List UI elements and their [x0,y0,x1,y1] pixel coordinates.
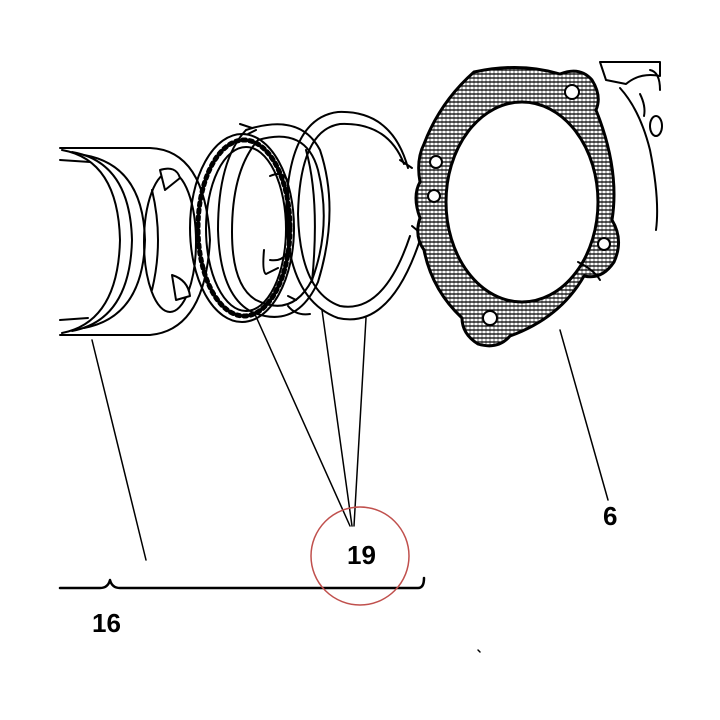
highlight-circle [310,506,410,606]
split-ring-right [285,110,425,321]
piston-assembly [59,147,211,336]
toothed-ring [189,133,295,323]
leader-lines [91,309,609,561]
leader-19-c [353,317,367,527]
leader-6 [559,329,609,501]
leader-19-a [253,311,351,527]
gasket [414,66,620,348]
leader-19-b [321,309,353,527]
callout-19: 19 [347,540,376,570]
housing-fragment [599,61,663,231]
bracket-16 [58,576,426,590]
callout-16: 16 [92,608,121,638]
callout-6: 6 [603,501,618,531]
leader-16 [91,339,147,561]
